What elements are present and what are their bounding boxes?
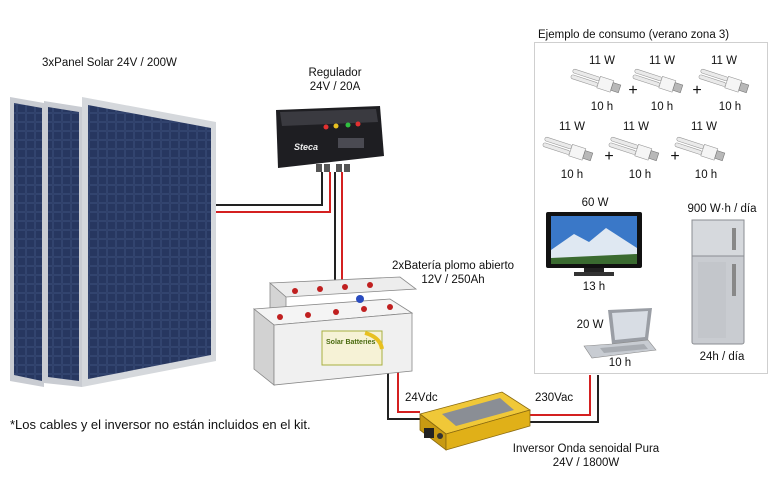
fridge-icon (691, 219, 745, 345)
bulb-2-hours: 10 h (650, 101, 674, 113)
battery-bank (252, 276, 418, 386)
laptop-hours: 10 h (608, 357, 632, 369)
battery-label: 2xBatería plomo abierto (391, 260, 515, 272)
tv-power: 60 W (581, 197, 609, 209)
battery-brand: Solar Batteries (326, 339, 376, 346)
tv-hours: 13 h (582, 281, 606, 293)
bulb-3-hours: 10 h (718, 101, 742, 113)
battery-terminals (277, 282, 393, 320)
bulb-5-icon (608, 136, 660, 162)
bulb-2-icon (632, 68, 684, 94)
bulb-6-hours: 10 h (694, 169, 718, 181)
regulator-terminals (316, 164, 350, 172)
bulb-1-hours: 10 h (590, 101, 614, 113)
bulb-5-hours: 10 h (628, 169, 652, 181)
fridge-hours: 24h / día (699, 351, 745, 363)
panels-label: 3xPanel Solar 24V / 200W (42, 57, 177, 69)
regulator-spec: 24V / 20A (309, 81, 361, 93)
bulb-4-power: 11 W (559, 121, 585, 133)
solar-panel-1 (10, 97, 44, 387)
wire-battery-inverter-black (387, 372, 420, 420)
tv-icon (546, 212, 642, 276)
bulb-6-icon (674, 136, 726, 162)
wire-inverter-loads-black (528, 375, 599, 423)
wire-label-230vac: 230Vac (535, 392, 574, 404)
wire-inverter-loads-red (528, 375, 591, 416)
bulb-4-hours: 10 h (560, 169, 584, 181)
plus-2: + (692, 82, 702, 99)
plus-3: + (604, 148, 614, 165)
plus-4: + (670, 148, 680, 165)
solar-panel-2 (44, 101, 82, 387)
bulb-5-power: 11 W (623, 121, 649, 133)
bulb-4-icon (542, 136, 594, 162)
fridge-energy: 900 W·h / día (687, 203, 757, 215)
laptop-icon (583, 308, 657, 359)
battery-spec: 12V / 250Ah (421, 274, 485, 286)
bulb-1-icon (570, 68, 622, 94)
inverter-spec: 24V / 1800W (552, 457, 620, 469)
wire-label-24vdc: 24Vdc (405, 392, 438, 404)
bulb-1-power: 11 W (589, 55, 615, 67)
solar-panel-array (10, 97, 216, 387)
bulb-2-power: 11 W (649, 55, 675, 67)
laptop-power: 20 W (576, 319, 604, 331)
consumo-title: Ejemplo de consumo (verano zona 3) (538, 29, 730, 41)
plus-1: + (628, 82, 638, 99)
bulb-3-power: 11 W (711, 55, 737, 67)
regulator-title: Regulador (308, 67, 362, 79)
wire-panel-regulator-black (214, 172, 323, 206)
bulb-3-icon (698, 68, 750, 94)
inverter-title: Inversor Onda senoidal Pura (512, 443, 660, 455)
inverter (419, 391, 531, 451)
solar-panel-3 (82, 97, 216, 387)
footnote: *Los cables y el inversor no están inclu… (10, 417, 311, 432)
wire-panel-regulator-red (214, 172, 331, 213)
wire-battery-inverter-red (397, 372, 420, 413)
charge-regulator (276, 106, 384, 172)
regulator-brand: Steca (294, 142, 319, 152)
bulb-6-power: 11 W (691, 121, 717, 133)
